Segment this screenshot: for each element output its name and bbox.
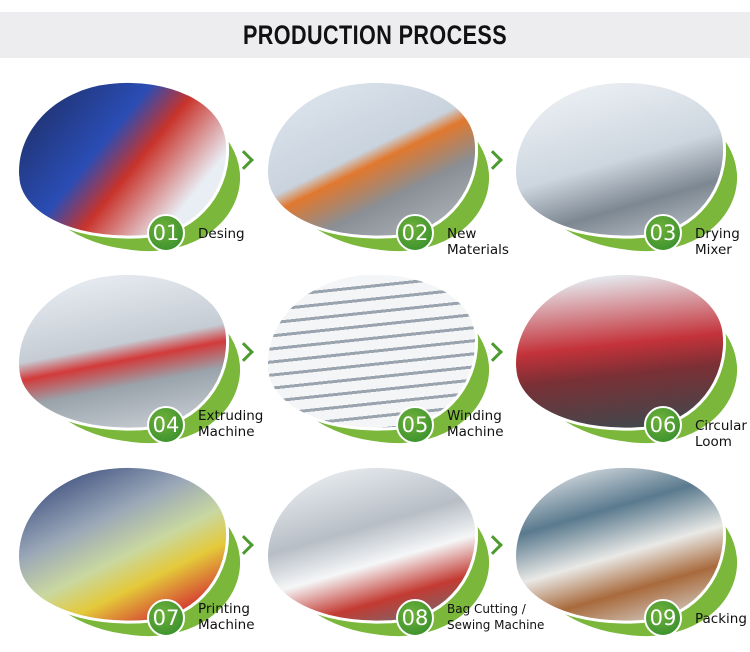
step-number-badge: 01 [147, 214, 185, 252]
step-number-badge: 02 [396, 214, 434, 252]
header-bar: PRODUCTION PROCESS [0, 12, 750, 58]
step-label: Drying Mixer [695, 226, 740, 258]
step-number-badge: 06 [644, 406, 682, 444]
step-label: Bag Cutting / Sewing Machine [447, 602, 545, 632]
step-label: Winding Machine [447, 408, 504, 440]
step-label: Circular Loom [695, 418, 747, 450]
step-label: Printing Machine [198, 601, 255, 633]
step-number-badge: 09 [644, 599, 682, 637]
step-label: Desing [198, 226, 245, 242]
step-number-badge: 07 [147, 599, 185, 637]
step-number-badge: 08 [396, 599, 434, 637]
step-label: New Materials [447, 226, 509, 258]
step-label: Extruding Machine [198, 408, 264, 440]
step-number-badge: 04 [147, 406, 185, 444]
step-label: Packing [695, 611, 747, 627]
page-title: PRODUCTION PROCESS [242, 19, 508, 50]
step-number-badge: 03 [644, 214, 682, 252]
step-number-badge: 05 [396, 406, 434, 444]
